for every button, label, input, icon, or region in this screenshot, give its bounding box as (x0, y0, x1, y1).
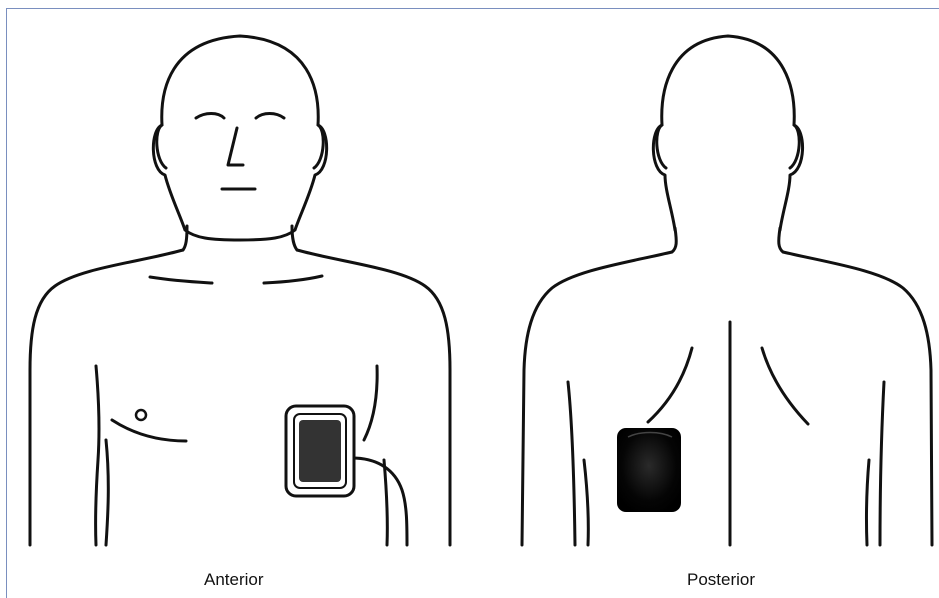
posterior-left-arm-inner (584, 460, 588, 545)
anterior-right-arm-inner (384, 460, 387, 545)
anterior-figure (30, 36, 450, 545)
anterior-nose (228, 128, 243, 165)
posterior-right-shoulder (783, 252, 932, 545)
posterior-figure (522, 36, 932, 545)
anterior-electrode-pad (286, 406, 354, 496)
anterior-left-eye (196, 114, 224, 119)
posterior-right-arm-inner (866, 460, 869, 545)
anterior-label: Anterior (204, 570, 264, 590)
anterior-right-ear (314, 125, 323, 168)
anterior-nipple (136, 410, 146, 420)
anterior-left-arm-inner (106, 440, 108, 545)
anterior-pad-cable (352, 458, 407, 545)
posterior-label: Posterior (687, 570, 755, 590)
anterior-right-shoulder (297, 250, 450, 545)
anterior-left-shoulder (30, 250, 183, 545)
anterior-left-clavicle (150, 277, 212, 283)
posterior-right-torso (880, 382, 884, 545)
anterior-pectoral-line (112, 420, 186, 441)
posterior-left-ear (657, 125, 666, 168)
posterior-right-ear (790, 125, 799, 168)
posterior-right-scapula (762, 348, 808, 424)
posterior-neck-right (779, 228, 783, 252)
anterior-head-outline (153, 36, 326, 240)
posterior-left-torso (568, 382, 575, 545)
anterior-left-torso (96, 366, 99, 545)
posterior-head-outline (653, 36, 802, 230)
anterior-right-clavicle (264, 276, 322, 283)
posterior-neck-left (672, 228, 676, 252)
anterior-left-ear (157, 125, 166, 168)
posterior-electrode-pad (617, 428, 681, 512)
anterior-right-torso (364, 366, 377, 440)
anterior-right-eye (256, 114, 284, 119)
posterior-left-scapula (648, 348, 692, 422)
